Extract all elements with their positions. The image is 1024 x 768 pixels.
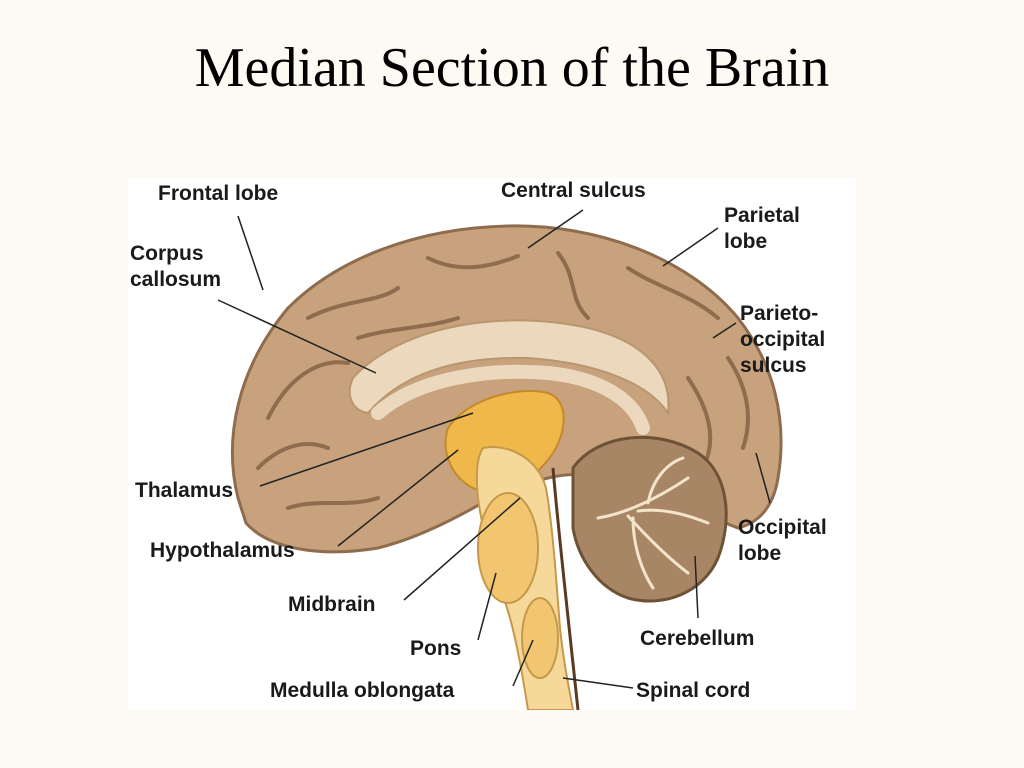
cerebellum-shape: [571, 435, 728, 603]
brain-illustration: [217, 209, 783, 710]
spinal-canal: [551, 467, 580, 710]
label-parieto-occipital-sulcus-line-2: occipital: [740, 328, 826, 351]
label-hypothalamus: Hypothalamus: [150, 539, 295, 562]
slide-title: Median Section of the Brain: [194, 37, 830, 99]
label-parieto-occipital-sulcus-line-1: Parieto-: [740, 302, 819, 325]
label-medulla-oblongata: Medulla oblongata: [270, 679, 455, 702]
label-parietal-lobe-line-1: Parietal: [724, 204, 800, 227]
label-occipital-lobe-line-1: Occipital: [738, 516, 827, 539]
pons-shape: [477, 492, 539, 604]
label-corpus-callosum: Corpus callosum: [130, 241, 221, 293]
label-midbrain: Midbrain: [288, 593, 376, 616]
label-thalamus: Thalamus: [135, 479, 234, 502]
label-parietal-lobe: Parietal lobe: [724, 203, 800, 255]
corpus-callosum-shape: [348, 319, 670, 416]
label-pons: Pons: [410, 637, 462, 660]
brain-diagram: Frontal lobe Central sulcus Parietal lob…: [128, 178, 856, 710]
leader-lines: [217, 209, 771, 689]
gyri-lines: [256, 251, 750, 510]
fornix-shape: [371, 364, 650, 435]
label-parieto-occipital-sulcus: Parieto- occipital sulcus: [740, 301, 825, 379]
label-corpus-callosum-line-1: Corpus: [130, 242, 204, 265]
label-occipital-lobe-line-2: lobe: [738, 542, 782, 565]
label-occipital-lobe: Occipital lobe: [738, 515, 827, 567]
medulla-shape: [521, 597, 559, 679]
label-cerebellum: Cerebellum: [640, 627, 755, 650]
arbor-vitae: [596, 456, 710, 590]
label-parietal-lobe-line-2: lobe: [724, 230, 768, 253]
label-parieto-occipital-sulcus-line-3: sulcus: [740, 354, 807, 377]
label-frontal-lobe: Frontal lobe: [158, 182, 279, 205]
label-central-sulcus: Central sulcus: [501, 179, 646, 202]
label-spinal-cord: Spinal cord: [636, 679, 751, 702]
label-corpus-callosum-line-2: callosum: [130, 268, 222, 291]
